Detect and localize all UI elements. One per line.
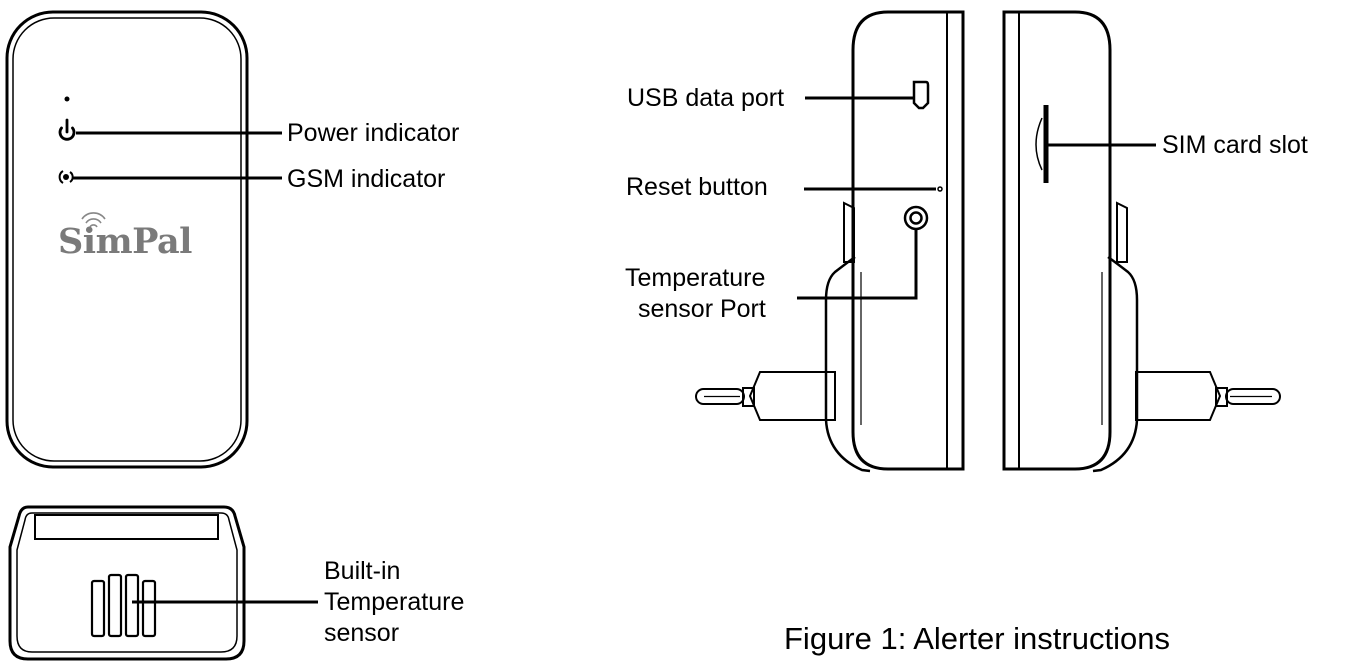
temp-port-label-line2: sensor Port [638,295,766,323]
builtin-sensor-label-line2: Temperature [324,588,465,616]
front-view [5,10,249,469]
temp-port-label-line1: Temperature [625,264,766,292]
indicator-dot [64,96,70,102]
builtin-sensor-label-line3: sensor [324,619,400,647]
usb-port-label: USB data port [627,84,785,112]
gsm-indicator-label: GSM indicator [287,165,446,193]
wifi-icon [81,212,106,228]
signal-icon [58,170,74,184]
sim-slot-shape [1035,105,1049,183]
right-side-view [1002,10,1112,471]
temperature-sensor-jack [903,205,929,231]
right-plug-base [1092,201,1139,473]
bottom-view [8,505,246,661]
left-side-view [851,10,965,471]
builtin-sensor-label-line1: Built-in [324,557,401,585]
left-plug-prong [695,371,836,421]
sim-slot-label: SIM card slot [1162,131,1308,159]
usb-port-shape [912,80,930,110]
right-plug-prong [1135,371,1281,421]
vent-slots [90,573,157,638]
power-icon [58,118,76,141]
reset-button-label: Reset button [626,173,768,201]
figure-caption: Figure 1: Alerter instructions [784,621,1170,656]
temp-port-leader [797,229,918,300]
brand-logo: SimPal [58,221,192,262]
reset-hole [937,186,943,192]
power-indicator-label: Power indicator [287,119,460,147]
left-plug-base [824,201,871,473]
